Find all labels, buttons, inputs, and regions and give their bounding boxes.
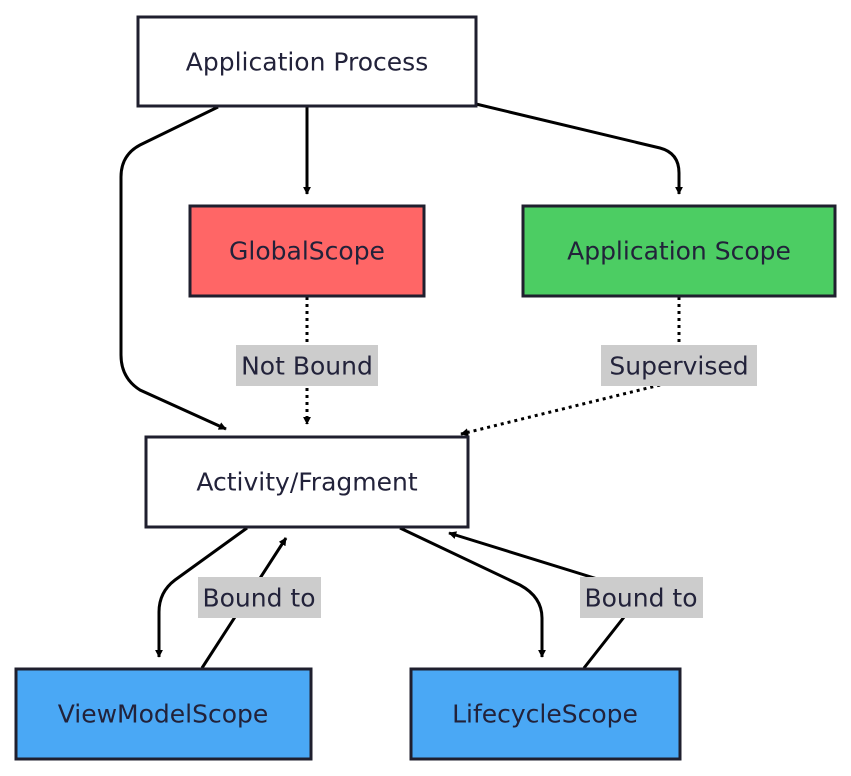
edge-label-not-bound-text: Not Bound (241, 352, 373, 381)
edge-label-not-bound: Not Bound (236, 345, 378, 386)
edge-label-viewmodel-bound-to-bg (198, 577, 321, 618)
edge-label-supervised-bg (601, 345, 757, 386)
edge-label-lifecycle-bound-to-bg (580, 577, 703, 618)
edge-label-viewmodel-bound-to-text: Bound to (202, 584, 315, 613)
node-lifecycle-scope-label: LifecycleScope (452, 700, 638, 729)
edge-app-process-to-activity (119, 105, 227, 431)
node-global-scope-box (188, 204, 426, 298)
edge-activity-to-viewmodel-scope (155, 526, 248, 658)
node-global-scope-label: GlobalScope (229, 237, 385, 266)
node-application-process-label: Application Process (186, 48, 428, 77)
node-application-scope-label: Application Scope (567, 237, 791, 266)
node-global-scope: GlobalScope (188, 204, 426, 298)
edge-label-supervised-text: Supervised (609, 352, 748, 381)
node-application-process: Application Process (136, 15, 478, 108)
edge-label-not-bound-bg (236, 345, 378, 386)
node-lifecycle-scope-box (409, 667, 682, 761)
node-viewmodel-scope: ViewModelScope (14, 667, 313, 761)
edge-app-process-to-app-scope (475, 102, 683, 195)
node-lifecycle-scope: LifecycleScope (409, 667, 682, 761)
node-application-process-box (136, 15, 478, 108)
edge-label-supervised: Supervised (601, 345, 757, 386)
node-activity-fragment-label: Activity/Fragment (196, 468, 418, 497)
node-viewmodel-scope-label: ViewModelScope (58, 700, 269, 729)
node-viewmodel-scope-box (14, 667, 313, 761)
edge-label-lifecycle-bound-to-text: Bound to (584, 584, 697, 613)
node-application-scope: Application Scope (521, 204, 837, 298)
node-activity-fragment-box (144, 435, 470, 529)
edge-activity-to-lifecycle-scope (399, 526, 546, 658)
edge-label-lifecycle-bound-to: Bound to (580, 577, 703, 618)
edge-label-viewmodel-bound-to: Bound to (198, 577, 321, 618)
node-activity-fragment: Activity/Fragment (144, 435, 470, 529)
node-application-scope-box (521, 204, 837, 298)
